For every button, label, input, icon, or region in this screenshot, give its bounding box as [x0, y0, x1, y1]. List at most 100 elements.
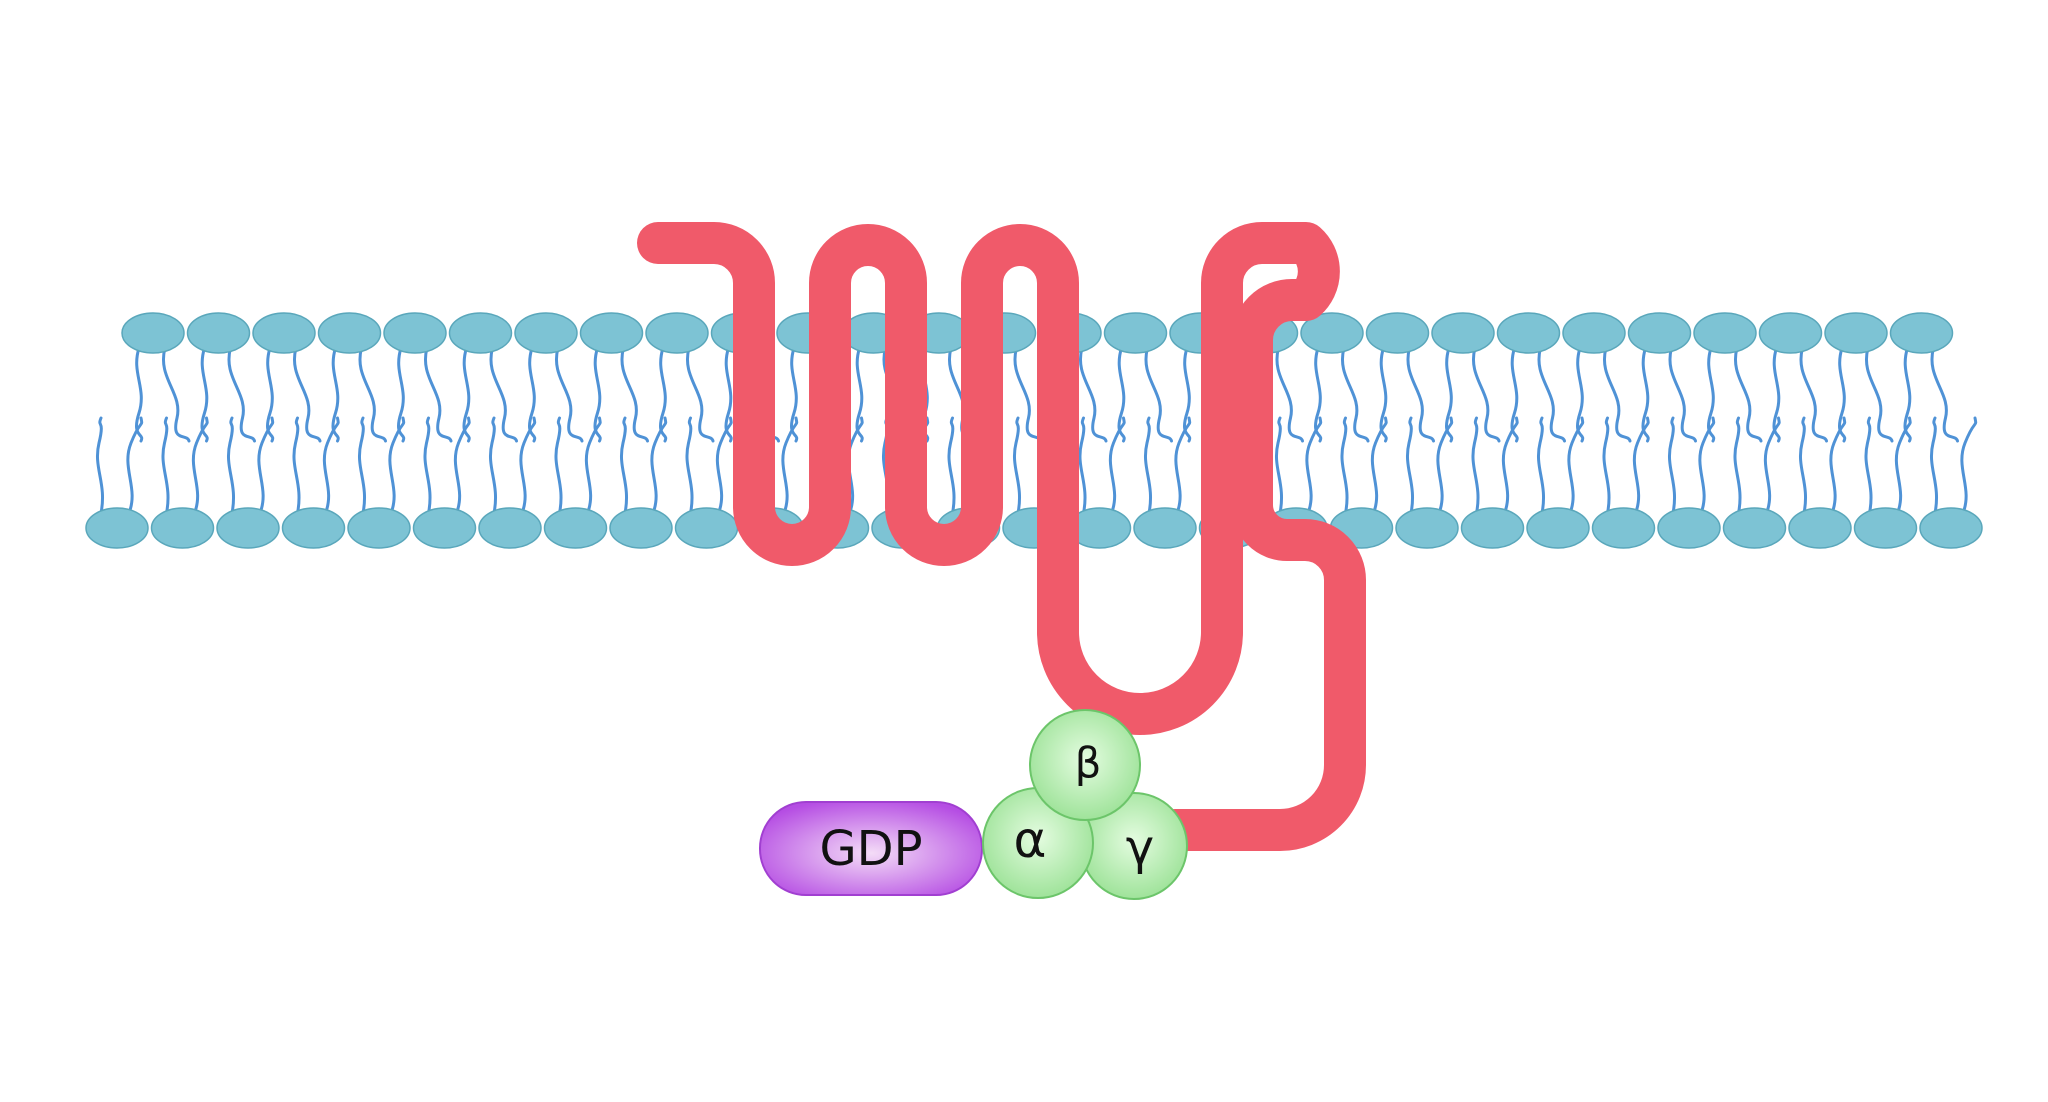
lipid-head [1657, 507, 1721, 549]
lipid-tail [715, 416, 733, 515]
lipid-tail [462, 346, 471, 443]
lipid-head [1693, 312, 1757, 354]
lipid-tail [1117, 346, 1126, 443]
lipid-tail [1930, 346, 1959, 443]
lipid-tail [200, 346, 209, 443]
lipid-tail [620, 416, 628, 515]
lipid-head [186, 312, 251, 354]
lipid-head [412, 507, 477, 549]
lower-leaflet-tails [96, 416, 1978, 515]
lipid-tail [1864, 416, 1873, 515]
lipid-head [1919, 507, 1983, 549]
lipid-tail [1436, 416, 1454, 515]
lipid-tail [423, 416, 432, 515]
lipid-tail [161, 416, 170, 515]
lipid-tail [781, 416, 799, 515]
lipid-tail [1668, 416, 1676, 515]
lipid-tail [322, 416, 340, 515]
lipid-tail [686, 346, 715, 443]
lipid-tail [1960, 416, 1978, 515]
lipid-tail [96, 416, 104, 515]
g-protein: β α γ [982, 709, 1188, 900]
lipid-tail [1174, 416, 1192, 515]
lipid-head [1824, 312, 1888, 354]
lipid-tail [1537, 416, 1545, 515]
lipid-tail [1707, 346, 1716, 443]
lipid-tail [292, 416, 301, 515]
lipid-tail [293, 346, 322, 443]
lipid-tail [1275, 346, 1304, 443]
lipid-tail [519, 416, 537, 515]
lipid-tail [1445, 346, 1454, 443]
lipid-tail [659, 346, 668, 443]
lipid-head [1591, 507, 1656, 549]
lipid-tail [453, 416, 471, 515]
lipid-tail [1501, 416, 1519, 515]
lipid-tail [1144, 346, 1173, 443]
lipid-tail [1602, 416, 1611, 515]
lipid-head [1133, 507, 1197, 549]
lipid-head [1496, 312, 1561, 354]
lipid-head [252, 312, 316, 354]
receptor-chain [637, 222, 1366, 851]
lipid-head [281, 507, 346, 549]
lipid-head [1889, 312, 1954, 354]
lipid-tail [1275, 416, 1283, 515]
lipid-tail [1567, 416, 1585, 515]
lipid-tail [855, 346, 864, 443]
lipid-tail [1314, 346, 1323, 443]
lipid-head [579, 312, 644, 354]
lipid-tail [1370, 416, 1388, 515]
lipid-tail [191, 416, 209, 515]
lipid-head [674, 507, 739, 549]
lipid-tail [724, 346, 733, 443]
lipid-tail [397, 346, 406, 443]
lipid-tail [1340, 416, 1349, 515]
lipid-tail [331, 346, 340, 443]
lipid-tail [126, 416, 144, 515]
lipid-tail [593, 346, 602, 443]
alpha-label: α [1014, 811, 1047, 869]
lipid-tail [620, 346, 649, 443]
lipid-tail [790, 346, 799, 443]
lipid-tail [1305, 416, 1323, 515]
lipid-head [478, 507, 542, 549]
beta-subunit [1029, 709, 1141, 821]
lipid-head [121, 312, 185, 354]
lipid-head [150, 507, 215, 549]
lipid-tail [1641, 346, 1650, 443]
lipid-tail [1668, 346, 1697, 443]
lipid-tail [1341, 346, 1370, 443]
lipid-head [1788, 507, 1852, 549]
lipid-head [1103, 312, 1168, 354]
lipid-tail [1903, 346, 1912, 443]
lipid-head [1460, 507, 1525, 549]
gdp-label: GDP [819, 821, 922, 877]
lipid-tail [1510, 346, 1519, 443]
lipid-tail [257, 416, 275, 515]
lipid-tail [1108, 416, 1126, 515]
lipid-tail [1603, 346, 1632, 443]
lipid-tail [555, 346, 584, 443]
lipid-tail [1772, 346, 1781, 443]
lipid-head [317, 312, 382, 354]
lipid-tail [650, 416, 668, 515]
lipid-tail [1013, 346, 1042, 443]
lipid-tail [1471, 416, 1480, 515]
lipid-tail [1838, 346, 1847, 443]
lipid-tail [1698, 416, 1716, 515]
lipid-head [383, 312, 447, 354]
lipid-tail [1576, 346, 1585, 443]
beta-label: β [1075, 739, 1102, 788]
lipid-head [1431, 312, 1495, 354]
lipid-tail [358, 416, 366, 515]
lipid-head [1395, 507, 1459, 549]
lipid-tail [388, 416, 406, 515]
lipid-head [347, 507, 411, 549]
lipid-head [645, 312, 709, 354]
lipid-tail [1734, 346, 1763, 443]
lipid-head [514, 312, 578, 354]
lipid-tail [1537, 346, 1566, 443]
